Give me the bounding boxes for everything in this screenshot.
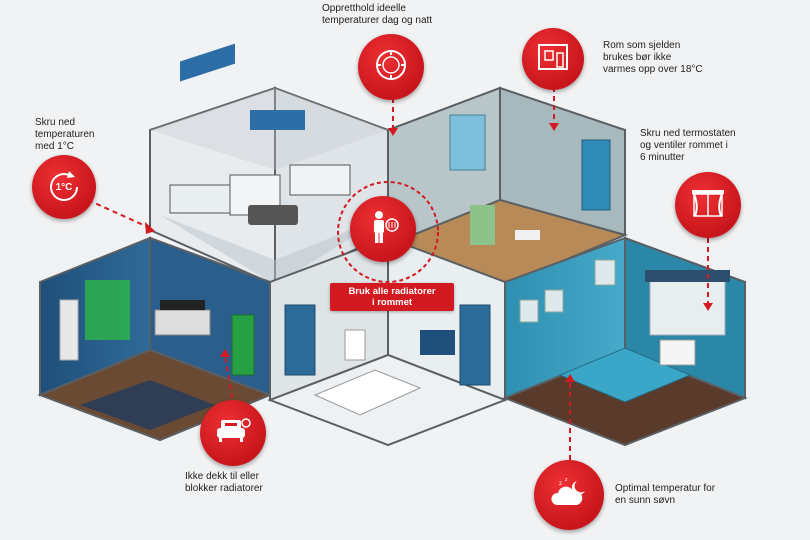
kitchen-room [149, 43, 389, 287]
sofa-radiator-icon [215, 416, 251, 451]
tip-top-center: Oppretthold ideelle temperaturer dag og … [322, 3, 433, 26]
person-badge [350, 196, 416, 262]
window-curtain-icon [690, 188, 726, 223]
sleep-badge: z z [534, 460, 604, 530]
one-degree-badge: 1°C [32, 155, 96, 219]
room-frame-icon [537, 43, 569, 76]
tip-bottom-right: Optimal temperatur for en sunn søvn [615, 483, 716, 506]
office-room [37, 236, 273, 442]
one-degree-text: 1°C [55, 181, 73, 193]
center-ring [337, 181, 439, 283]
room-badge [522, 28, 584, 90]
person-radiator-icon [365, 209, 401, 250]
tip-top-right: Rom som sjelden brukes bør ikke varmes o… [603, 40, 703, 75]
tip-left: Skru ned temperaturen med 1°C [35, 117, 95, 152]
cloud-moon-icon: z z [549, 477, 589, 514]
svg-text:z: z [565, 477, 568, 483]
bathroom-room [267, 236, 508, 447]
tip-bottom-left: Ikke dekk til eller blokker radiatorer [185, 471, 263, 494]
thermostat-badge [358, 34, 424, 100]
connector-arrowheads [145, 123, 713, 382]
thermostat-dial-icon [374, 48, 408, 87]
connector-lines [87, 78, 709, 460]
center-banner: Bruk alle radiatorer i rommet [330, 283, 454, 311]
one-degree-icon: 1°C [45, 168, 83, 206]
svg-text:z: z [559, 481, 562, 487]
bedroom-room [502, 236, 748, 447]
sofa-badge [200, 400, 266, 466]
window-badge [675, 172, 741, 238]
tip-right: Skru ned termostaten og ventiler rommet … [640, 128, 736, 163]
